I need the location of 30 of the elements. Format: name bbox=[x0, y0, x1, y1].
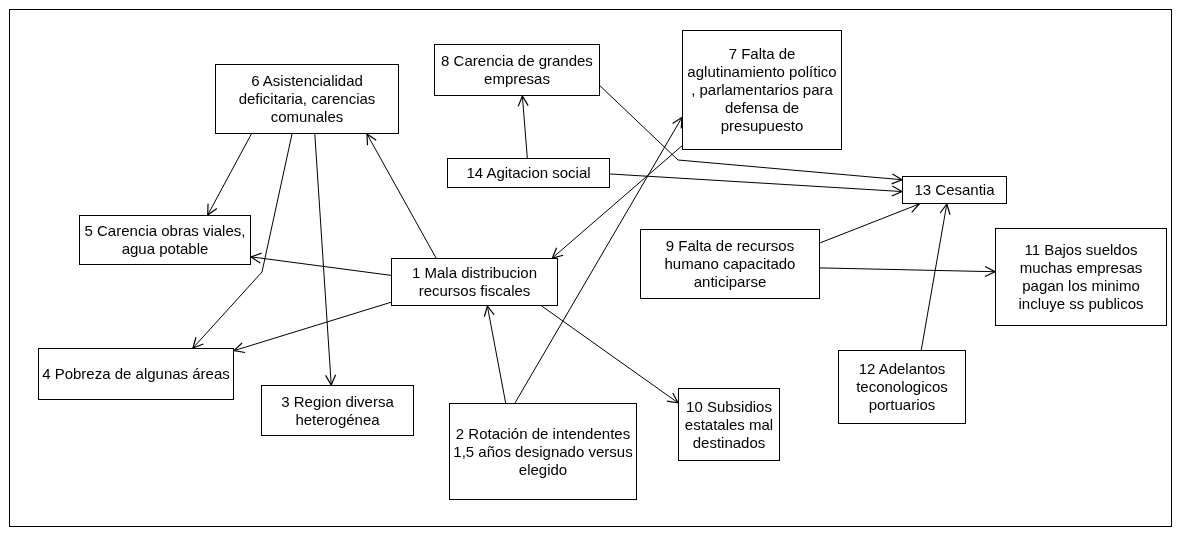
arrow bbox=[609, 173, 903, 197]
cause-box: 13 Cesantia bbox=[902, 176, 1007, 204]
arrow bbox=[599, 85, 903, 185]
arrow bbox=[483, 305, 507, 404]
arrow bbox=[233, 301, 392, 354]
cause-box: 4 Pobreza de algunas áreas bbox=[38, 348, 234, 400]
cause-box: 10 Subsidios estatales mal destinados bbox=[678, 388, 780, 461]
cause-box: 9 Falta de recursos humano capacitado anticiparse bbox=[640, 229, 820, 299]
arrow bbox=[551, 145, 683, 259]
cause-box: 8 Carencia de grandes empresas bbox=[434, 44, 600, 96]
cause-box: 7 Falta de aglutinamiento político , parlamentarios para defensa de presupuesto bbox=[682, 30, 842, 150]
arrow bbox=[192, 133, 293, 349]
cause-box: 3 Region diversa heterogénea bbox=[261, 385, 414, 436]
arrow bbox=[517, 95, 529, 159]
arrow bbox=[514, 116, 683, 404]
arrow bbox=[250, 252, 392, 276]
arrow bbox=[541, 305, 679, 404]
cause-box: 12 Adelantos teconologicos portuarios bbox=[838, 350, 966, 424]
cause-box: 11 Bajos sueldos muchas empresas pagan los minimo incluye ss publicos bbox=[995, 228, 1167, 326]
arrow bbox=[366, 133, 437, 259]
arrow bbox=[920, 203, 951, 351]
arrow bbox=[207, 133, 252, 216]
cause-box: 5 Carencia obras viales, agua potable bbox=[79, 215, 251, 265]
arrow bbox=[819, 265, 996, 278]
arrow bbox=[819, 202, 920, 244]
cause-box: 14 Agitacion social bbox=[447, 158, 610, 188]
cause-box: 1 Mala distribucion recursos fiscales bbox=[391, 258, 558, 306]
cause-box: 6 Asistencialidad deficitaria, carencias comunales bbox=[215, 64, 399, 134]
arrow bbox=[314, 133, 337, 386]
cause-box: 2 Rotación de intendentes 1,5 años designado versus elegido bbox=[449, 403, 637, 500]
